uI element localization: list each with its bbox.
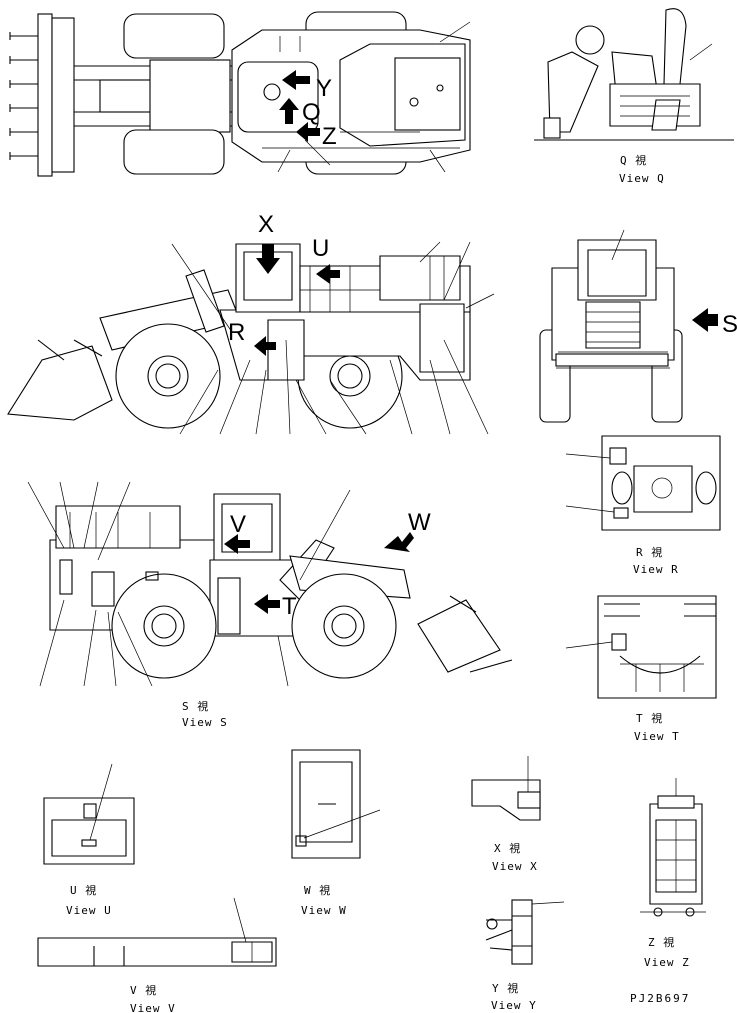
view-y-jp: Y 視 [492,981,519,995]
view-z-en: View Z [644,956,690,969]
arrow-label-v: V [230,511,246,538]
view-s-en: View S [182,716,228,729]
arrow-label-z: Z [322,123,337,150]
arrow-label-w: W [408,509,431,536]
view-r-jp: R 視 [636,545,663,559]
view-u: U 視 View U [43,763,135,917]
view-r: R 視 View R [565,435,721,576]
view-w-jp: W 視 [304,883,331,897]
view-x-en: View X [492,860,538,873]
arrow-label-r: R [228,319,245,346]
view-y-en: View Y [491,999,537,1012]
view-q-jp: Q 視 [620,153,647,167]
view-u-jp: U 視 [70,883,97,897]
arrow-label-x: X [258,211,274,238]
view-w: W 視 View W [291,749,381,917]
view-x-jp: X 視 [494,841,521,855]
view-x: X 視 View X [471,756,541,873]
view-v-jp: V 視 [130,983,157,997]
view-u-en: View U [66,904,112,917]
right-side-view: X U R [7,211,495,435]
view-t: T 視 View T [565,595,717,743]
arrow-label-q: Q [302,99,321,126]
view-v: V 視 View V [37,897,277,1013]
view-w-en: View W [301,904,347,917]
drawing-code: PJ2B697 [630,992,690,1005]
top-plan-view: Y Q Z [9,11,471,177]
rear-view: S [539,229,737,423]
arrow-label-u: U [312,235,329,262]
arrow-label-t: T [282,593,297,620]
arrow-label-s: S [722,311,737,338]
view-s-jp: S 視 [182,699,209,713]
view-y: Y 視 View Y [485,899,565,1012]
view-t-jp: T 視 [636,711,663,725]
view-r-en: View R [633,563,679,576]
view-z-jp: Z 視 [648,935,675,949]
left-side-view: V T W S 視 View S [27,481,513,729]
view-v-en: View V [130,1002,176,1013]
view-t-en: View T [634,730,680,743]
view-z: Z 視 View Z [640,778,706,969]
view-q: Q 視 View Q [534,8,734,185]
arrow-label-y: Y [316,75,332,102]
view-q-en: View Q [619,172,665,185]
